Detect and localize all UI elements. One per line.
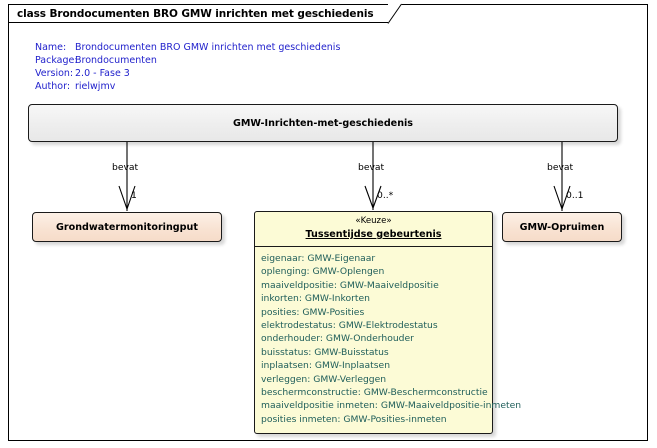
metadata-row-package: Package: Brondocumenten [35,54,340,67]
class-name-root: GMW-Inrichten-met-geschiedenis [232,117,414,129]
class-attribute-list: eigenaar: GMW-Eigenaar oplenging: GMW-Op… [255,247,522,433]
metadata-row-author: Author: rielwjmv [35,80,340,93]
metadata-label-author: Author: [35,81,71,92]
attribute-row: inplaatsen: GMW-Inplaatsen [261,360,391,372]
connector-multiplicity-center: 0..* [377,190,394,201]
connector-label-center: bevat [358,162,385,173]
class-stereotype-center: «Keuze» [355,216,392,226]
metadata-value-package: Brondocumenten [75,55,157,66]
diagram-metadata: Name: Brondocumenten BRO GMW inrichten m… [35,41,340,93]
class-header-center: «Keuze» Tussentijdse gebeurtenis [255,212,492,247]
diagram-frame-tab: class Brondocumenten BRO GMW inrichten m… [8,4,390,23]
metadata-row-version: Version: 2.0 - Fase 3 [35,67,340,80]
attribute-row: maaiveldpositie: GMW-Maaiveldpositie [261,279,439,291]
diagram-frame-title: class Brondocumenten BRO GMW inrichten m… [17,7,374,20]
attribute-row: onderhouder: GMW-Onderhouder [261,333,414,345]
connector-multiplicity-left: 1 [131,190,137,201]
frame-tab-slant-icon [388,3,403,24]
attribute-row: eigenaar: GMW-Eigenaar [261,253,376,264]
class-name-right: GMW-Opruimen [519,221,605,233]
class-box-gmw-opruimen[interactable]: GMW-Opruimen [502,212,622,242]
metadata-row-name: Name: Brondocumenten BRO GMW inrichten m… [35,41,340,54]
connector-label-left: bevat [112,162,139,173]
class-box-grondwatermonitoringput[interactable]: Grondwatermonitoringput [32,212,222,242]
metadata-label-version: Version: [35,68,74,79]
metadata-value-name: Brondocumenten BRO GMW inrichten met ges… [75,42,341,53]
class-name-left: Grondwatermonitoringput [56,221,198,233]
class-box-gmw-inrichten-met-geschiedenis[interactable]: GMW-Inrichten-met-geschiedenis [28,104,618,142]
metadata-value-author: rielwjmv [75,81,116,92]
attribute-row: beschermconstructie: GMW-Beschermconstru… [261,387,488,399]
metadata-label-package: Package: [35,55,78,66]
connector-multiplicity-right: 0..1 [566,190,584,201]
metadata-value-version: 2.0 - Fase 3 [75,68,130,79]
connector-label-right: bevat [547,162,574,173]
class-name-center: Tussentijdse gebeurtenis [305,229,442,240]
attribute-row: maaiveldpositie inmeten: GMW-Maaiveldpos… [261,400,522,412]
attribute-row: buisstatus: GMW-Buisstatus [261,346,389,358]
attribute-row: posities inmeten: GMW-Posities-inmeten [261,413,447,425]
attribute-row: posities: GMW-Posities [261,306,365,318]
attribute-row: elektrodestatus: GMW-Elektrodestatus [261,320,438,332]
attribute-row: oplenging: GMW-Oplengen [261,266,385,278]
attribute-row: verleggen: GMW-Verleggen [261,373,387,385]
class-box-tussentijdse-gebeurtenis[interactable]: «Keuze» Tussentijdse gebeurtenis eigenaa… [254,211,522,434]
attribute-row: inkorten: GMW-Inkorten [261,293,370,305]
metadata-label-name: Name: [35,42,67,53]
